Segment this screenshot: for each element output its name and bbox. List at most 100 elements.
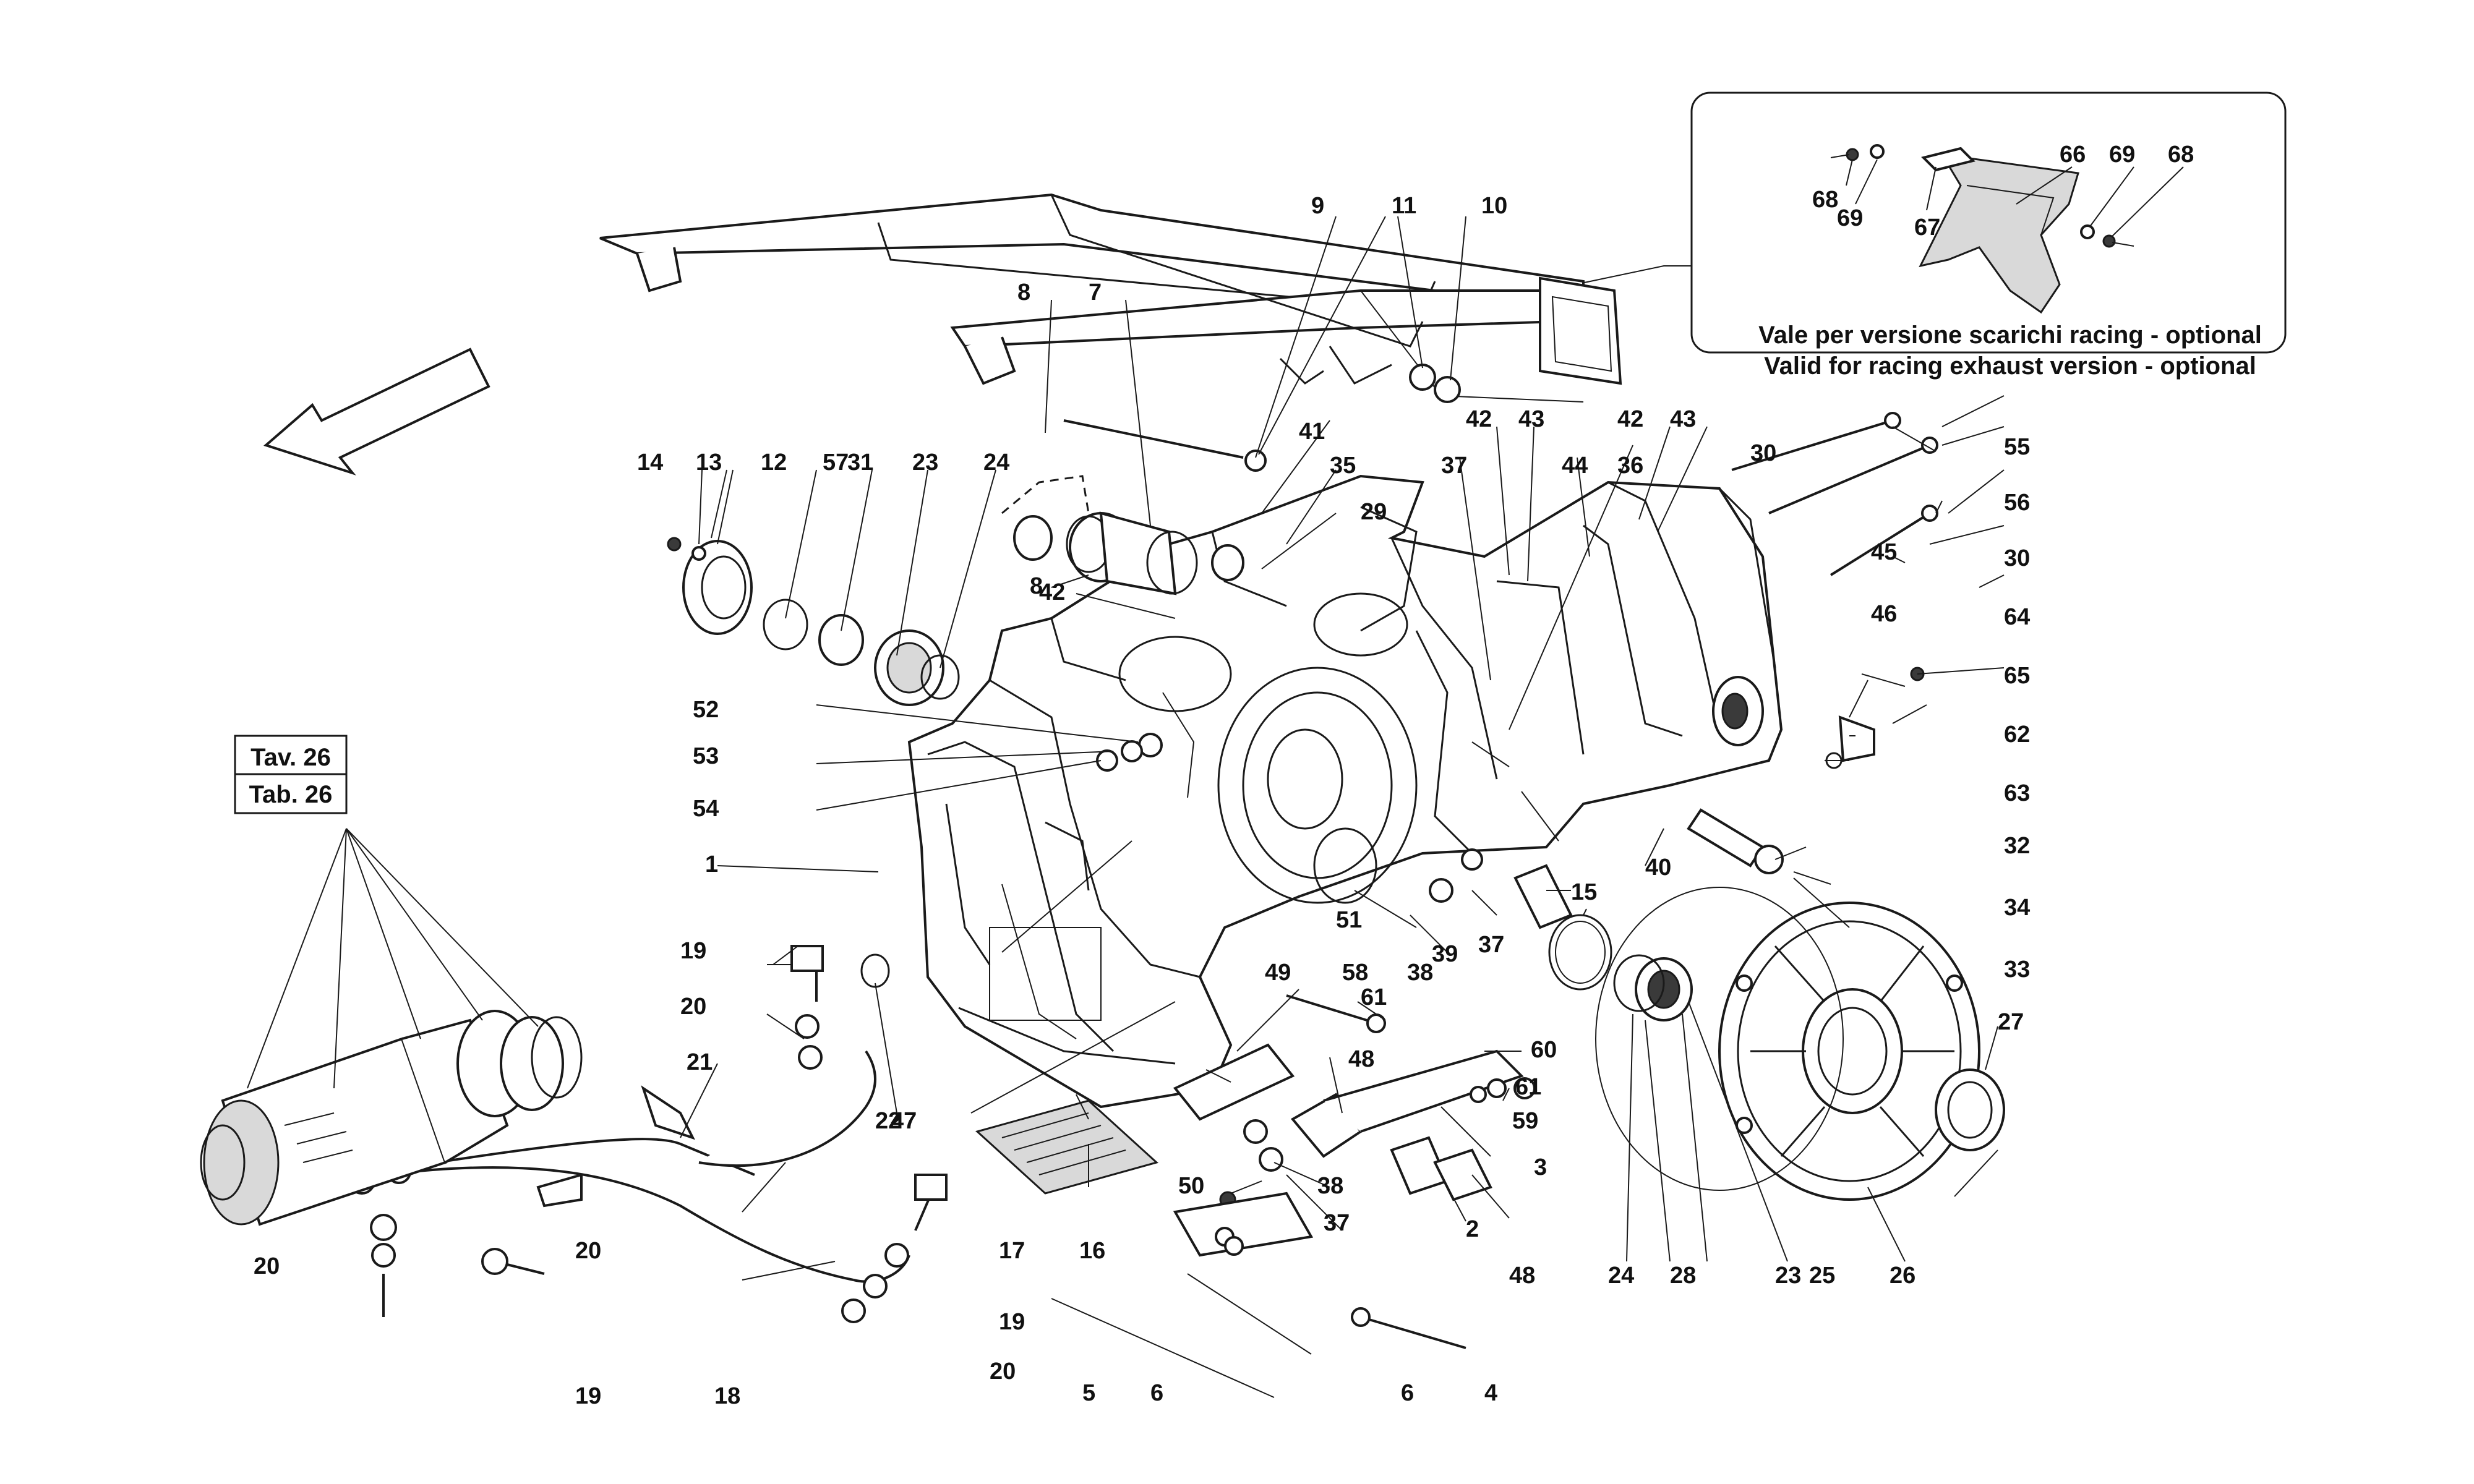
callout-label: 14 [637, 450, 663, 475]
grille-part [975, 1099, 1159, 1195]
callout-label: 65 [2004, 663, 2030, 689]
callout-label: 32 [2004, 833, 2030, 859]
callout-label: 61 [1361, 984, 1387, 1010]
callout-label: 1 [705, 851, 718, 877]
callout-label: 8 [1030, 573, 1043, 599]
callout-label: 40 [1645, 855, 1671, 881]
callout-label: 60 [1531, 1037, 1557, 1063]
inset-label: 66 [2060, 142, 2086, 168]
callout-label: 18 [714, 1383, 740, 1409]
callout-label: 7 [1089, 279, 1102, 305]
callout-label: 4 [1484, 1380, 1497, 1406]
leader-lines [680, 216, 2005, 1281]
callout-label: 57 [823, 450, 849, 475]
callout-label: 37 [1478, 932, 1504, 958]
callout-label: 61 [1515, 1074, 1541, 1100]
callout-label: 51 [1336, 907, 1362, 933]
reference-tav: Tav. 26 [250, 744, 331, 771]
callout-label: 42 [1039, 579, 1065, 605]
callout-label: 46 [1871, 601, 1897, 627]
inset-label: 68 [1812, 187, 1838, 213]
callout-label: 54 [693, 796, 719, 822]
chassis-frame [599, 193, 1622, 403]
callout-label: 10 [1481, 193, 1507, 219]
callout-label: 53 [693, 743, 719, 769]
bracket-part [1921, 147, 1975, 172]
callout-label: 6 [1401, 1380, 1414, 1406]
callout-label: 42 [1617, 406, 1643, 432]
shaft-part [1687, 808, 1765, 868]
callout-label: 34 [2004, 895, 2030, 921]
callout-label: 17 [999, 1238, 1025, 1264]
callout-label: 21 [687, 1049, 713, 1075]
callout-label: 19 [999, 1309, 1025, 1335]
callout-label: 13 [696, 450, 722, 475]
callout-label: 19 [680, 938, 706, 964]
bolt-part [1063, 419, 1244, 459]
callout-label: 64 [2004, 604, 2030, 630]
callout-label: 59 [1512, 1108, 1538, 1134]
inset-label: 69 [2109, 142, 2135, 168]
washer-part [2080, 224, 2095, 239]
inset-note-italian: Vale per versione scarichi racing - opti… [1758, 322, 2262, 349]
stud-part [1768, 444, 1930, 514]
o-ring-part [1595, 887, 1844, 1191]
callout-label: 62 [2004, 722, 2030, 748]
stud-part [1731, 419, 1893, 471]
washer-part [1870, 144, 1885, 159]
callout-label: 55 [2004, 434, 2030, 460]
callout-label: 43 [1518, 406, 1544, 432]
callout-label: 29 [1361, 499, 1387, 525]
callout-label: 33 [2004, 957, 2030, 983]
inset-label: 69 [1837, 205, 1863, 231]
callout-label: 49 [1265, 960, 1291, 986]
callout-label: 52 [693, 697, 719, 723]
callout-label: 43 [1670, 406, 1696, 432]
callout-label: 47 [891, 1108, 917, 1134]
inset-note-english: Valid for racing exhaust version - optio… [1764, 352, 2256, 380]
callout-label: 44 [1562, 453, 1588, 479]
callout-label: 12 [761, 450, 787, 475]
seal-carrier-part [682, 540, 753, 635]
callout-label: 58 [1342, 960, 1368, 986]
stud-part [1830, 512, 1931, 576]
callout-label: 56 [2004, 490, 2030, 516]
callout-label: 5 [1082, 1380, 1095, 1406]
callout-label: 50 [1178, 1173, 1204, 1199]
callout-label: 23 [1775, 1263, 1801, 1289]
callout-label: 37 [1324, 1210, 1350, 1236]
callout-label: 45 [1871, 539, 1897, 565]
callout-label: 38 [1407, 960, 1433, 986]
callout-label: 37 [1441, 453, 1467, 479]
racing-exhaust-inset: 68 69 67 66 69 68 Vale per versione scar… [1546, 92, 2287, 380]
callout-label: 41 [1299, 419, 1325, 445]
heat-shield-part [1919, 153, 2079, 314]
callout-label: 20 [254, 1253, 280, 1279]
callout-label: 30 [2004, 545, 2030, 571]
callout-label: 23 [912, 450, 938, 475]
callout-label: 36 [1617, 453, 1643, 479]
callout-label: 42 [1466, 406, 1492, 432]
nut-part [1434, 376, 1461, 403]
callout-label: 11 [1392, 193, 1416, 219]
parts-group [348, 364, 2005, 1398]
callout-label: 63 [2004, 780, 2030, 806]
callout-label: 26 [1890, 1263, 1915, 1289]
left-assembly: Tav. 26 Tab. 26 [200, 735, 583, 1226]
callout-label: 16 [1079, 1238, 1105, 1264]
rear-cover [1718, 902, 1980, 1201]
callout-label: 24 [1608, 1263, 1634, 1289]
callout-label: 22 [875, 1108, 901, 1134]
callout-label: 19 [575, 1383, 601, 1409]
oil-seal-part [1935, 1068, 2005, 1151]
callout-label: 20 [990, 1358, 1016, 1384]
callout-label: 24 [983, 450, 1009, 475]
callout-label: 20 [680, 994, 706, 1020]
o-ring-part [1548, 914, 1612, 991]
callout-label: 20 [575, 1238, 601, 1264]
callout-label: 6 [1150, 1380, 1163, 1406]
callout-label: 27 [1998, 1009, 2024, 1035]
sensor-part [1838, 715, 1875, 762]
inset-label: 67 [1914, 215, 1940, 241]
